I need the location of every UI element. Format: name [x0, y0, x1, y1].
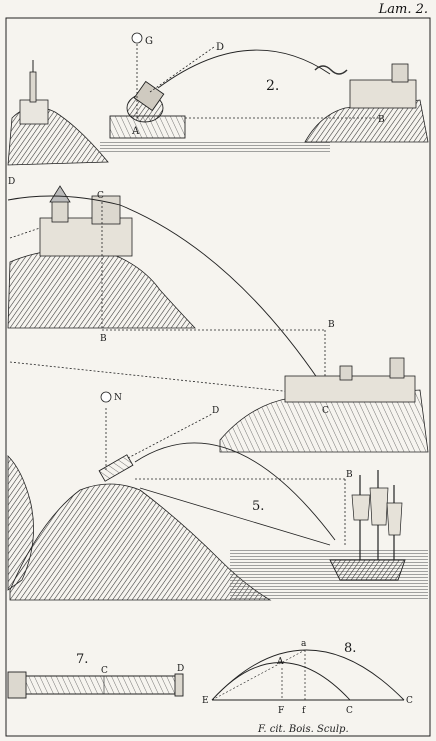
fig3-label-d: D	[8, 177, 15, 187]
fig8-label-e: E	[202, 696, 209, 706]
fig8-inner-arc	[211, 662, 351, 701]
figure-5	[7, 391, 428, 601]
fig2-label-d: D	[216, 42, 224, 53]
fig7-number: 7.	[76, 652, 88, 667]
figure-2	[7, 32, 429, 166]
fig5-number: 5.	[252, 499, 264, 514]
fig8-label-f: F	[278, 706, 284, 716]
fig8-label-a-upper: a	[301, 639, 307, 649]
fig8-label-a: A	[276, 657, 284, 667]
figure-4	[9, 357, 429, 453]
plate-title: Lam. 2.	[378, 2, 428, 17]
fig4-town	[284, 375, 416, 403]
engraver-signature: F. cit. Bois. Sculp.	[258, 724, 349, 735]
fig2-fortress	[349, 79, 417, 109]
fig8-number: 8.	[344, 641, 356, 656]
fig5-label-d: D	[212, 406, 219, 416]
figure-3	[7, 185, 326, 395]
fig8-outer-arc	[211, 649, 405, 701]
fig7-cannon-barrel	[9, 675, 181, 695]
fig5-cannon	[98, 454, 134, 482]
figure-8	[211, 649, 405, 701]
fig4-coast	[219, 389, 429, 453]
figure-7	[7, 671, 184, 699]
fig8-label-c: C	[406, 696, 413, 706]
fig8-label-c-inner: C	[346, 706, 353, 716]
fig5-ship-sails	[351, 494, 371, 521]
fig2-number: 2.	[266, 78, 279, 94]
fig2-label-a: A	[131, 126, 140, 137]
fig7-label-d: D	[177, 664, 184, 674]
fig7-label-c: C	[101, 666, 108, 676]
fig5-label-b: B	[346, 470, 353, 480]
fig2-church	[19, 99, 49, 125]
fig4-label-c: C	[322, 406, 329, 416]
fig3-hill	[7, 248, 196, 329]
fig3-label-b: B	[100, 334, 107, 344]
fig5-trajectory	[134, 442, 336, 541]
fig3-label-c: C	[97, 191, 104, 201]
fig2-trajectory	[157, 49, 331, 89]
fig2-label-g: G	[145, 36, 153, 47]
fig2-water	[100, 140, 330, 152]
fig4-label-b: B	[328, 320, 335, 330]
fig5-label-n: N	[114, 393, 122, 403]
fig8-label-f-lower: f	[302, 706, 306, 716]
fig5-ship-hull	[329, 559, 406, 581]
fig2-label-b: B	[378, 115, 385, 125]
fig3-trajectory	[7, 195, 321, 383]
